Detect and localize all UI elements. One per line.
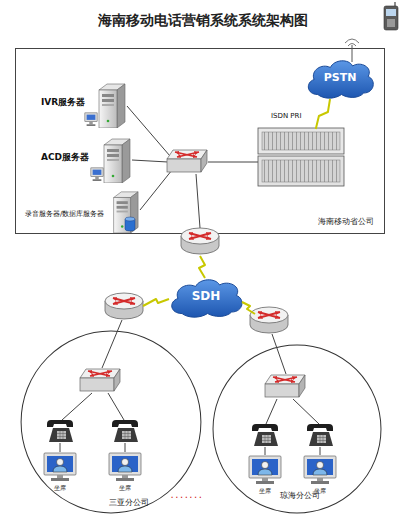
antenna-wave xyxy=(345,39,359,43)
workstation-icon xyxy=(109,453,141,481)
node-label: 海南移动省公司 xyxy=(318,218,374,227)
mobile-phone-icon xyxy=(384,2,398,30)
site-boundary: 海南移动省公司 IVR服务器 ACD服务器录音服务器/数据库服务器 PSTN ISDN … xyxy=(15,48,385,234)
antenna-wave xyxy=(348,44,356,47)
network-wire xyxy=(265,447,266,455)
circle-shape xyxy=(21,331,201,513)
network-wire xyxy=(293,399,319,424)
network-wire xyxy=(266,399,277,424)
network-wire xyxy=(320,447,321,455)
phone-screen xyxy=(386,9,396,16)
circle-shape xyxy=(213,345,381,513)
network-wire xyxy=(102,320,122,368)
branch-circle: 琼海分公司 xyxy=(212,344,382,514)
pbx-node: ISDN PRI xyxy=(259,129,345,187)
node-label: ACD服务器 xyxy=(41,153,89,163)
network-wire xyxy=(62,393,92,420)
desk-phone-icon xyxy=(252,424,278,446)
switch-icon xyxy=(167,150,207,172)
monitor-icon xyxy=(85,113,97,126)
lightning-link xyxy=(199,256,205,278)
network-cloud: PSTN xyxy=(303,57,377,99)
network-cloud: SDH xyxy=(166,276,246,318)
network-wire xyxy=(208,162,258,163)
network-wire xyxy=(127,106,170,156)
workstation-icon xyxy=(44,453,76,481)
node-label: ISDN PRI xyxy=(271,113,302,121)
server-node: IVR服务器 xyxy=(23,81,135,133)
rack-chassis xyxy=(258,156,344,186)
diagram-title: 海南移动电话营销系统系统架构图 xyxy=(0,12,405,30)
server-node: 录音服务器/数据库服务器 xyxy=(21,192,151,236)
monitor-icon xyxy=(91,168,103,181)
router-icon xyxy=(250,307,288,333)
node-label: IVR服务器 xyxy=(41,98,85,108)
branch-circle: 三亚分公司 xyxy=(20,330,202,514)
lightning-link xyxy=(242,302,255,314)
phone-antenna xyxy=(394,2,395,7)
circle-outline xyxy=(212,344,382,514)
node-label: 三亚分公司 xyxy=(109,499,149,508)
switch-icon xyxy=(80,369,120,391)
node-label: 琼海分公司 xyxy=(280,492,320,501)
node-label: 录音服务器/数据库服务器 xyxy=(25,211,104,219)
server-icon xyxy=(114,192,138,233)
phone-body xyxy=(384,6,398,30)
desk-phone-icon xyxy=(47,420,73,442)
cloud-label: SDH xyxy=(166,290,246,303)
network-wire xyxy=(272,334,286,374)
switch-icon xyxy=(265,375,305,397)
wan-links xyxy=(143,256,255,314)
seat-label: 坐席 xyxy=(54,485,66,491)
pbx-rack xyxy=(258,128,344,186)
router-icon xyxy=(105,293,143,319)
network-wire xyxy=(60,443,61,452)
workstation-icon xyxy=(249,456,281,484)
router-icon xyxy=(181,228,219,254)
workstation-icon xyxy=(304,456,336,484)
seat-label: 坐席 xyxy=(119,485,131,491)
network-wire xyxy=(140,170,172,210)
cloud-label: PSTN xyxy=(303,72,377,84)
lightning-link xyxy=(143,299,169,306)
server-icon xyxy=(99,84,125,128)
network-wire xyxy=(108,393,124,420)
seat-label: 坐席 xyxy=(259,488,271,494)
hq-wires xyxy=(127,106,258,228)
network-wire xyxy=(125,443,126,452)
desk-phone-icon xyxy=(112,420,138,442)
rack-slots xyxy=(262,132,340,150)
database-cylinder xyxy=(125,217,135,231)
rack-slots xyxy=(262,160,340,182)
network-wire xyxy=(196,174,200,228)
ellipsis-dots: ....... xyxy=(171,490,204,500)
network-wire xyxy=(132,160,168,162)
phone-keypad xyxy=(387,19,395,27)
antenna-mast xyxy=(352,45,353,62)
server-node: ACD服务器 xyxy=(23,136,141,188)
lightning-link xyxy=(316,99,330,129)
desk-phone-icon xyxy=(307,424,333,446)
rack-chassis xyxy=(258,128,344,154)
branch-wires xyxy=(60,320,320,455)
server-icon xyxy=(104,139,130,183)
circle-outline xyxy=(20,330,202,514)
